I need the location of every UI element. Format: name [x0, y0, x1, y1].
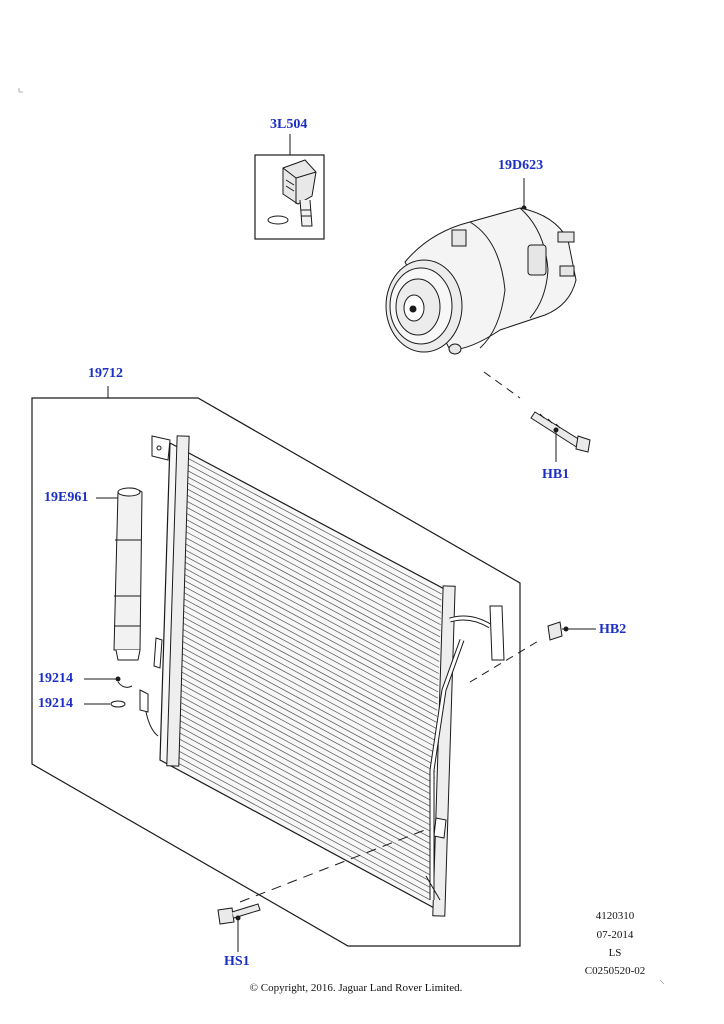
- ac-compressor: [385, 178, 577, 355]
- copyright-notice: © Copyright, 2016. Jaguar Land Rover Lim…: [249, 982, 463, 994]
- condenser-fins: [172, 454, 442, 901]
- callout-hb2: HB2: [599, 622, 627, 637]
- callout-19d623: 19D623: [498, 158, 544, 173]
- callout-hs1: HS1: [224, 954, 250, 969]
- corner-marks: [18, 88, 665, 985]
- bolt-hb1: [483, 371, 591, 462]
- callout-3l504: 3L504: [270, 117, 308, 132]
- illustration-date: 07-2014: [596, 929, 634, 941]
- illustration-code: LS: [608, 947, 622, 959]
- callout-19712: 19712: [88, 366, 123, 381]
- callout-19e961: 19E961: [44, 490, 89, 505]
- pressure-sensor: [254, 134, 325, 240]
- callout-19214-oring: 19214: [38, 696, 73, 711]
- condenser-assembly: [31, 386, 596, 952]
- illustration-number: 4120310: [595, 910, 635, 922]
- callout-19214-seal: 19214: [38, 671, 73, 686]
- illustration-ref: C0250520-02: [584, 965, 646, 977]
- callout-hb1: HB1: [542, 467, 570, 482]
